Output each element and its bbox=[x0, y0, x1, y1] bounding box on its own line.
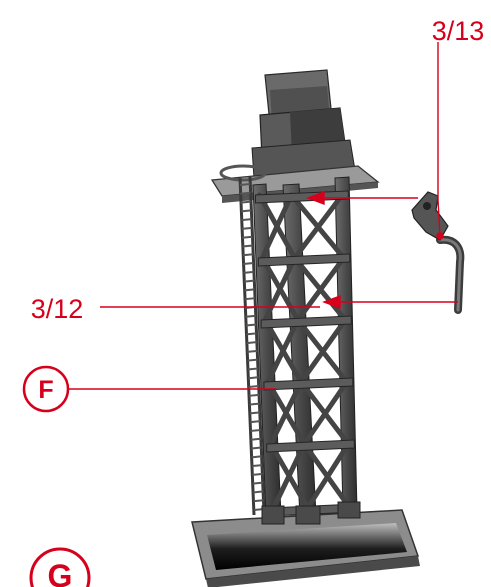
part-label-3-12: 3/12 bbox=[31, 294, 84, 324]
brace-diagonal bbox=[262, 255, 298, 323]
crane-spout-part bbox=[411, 191, 465, 314]
top-block bbox=[251, 69, 356, 179]
ladder-rung bbox=[244, 288, 255, 292]
crossbeam bbox=[257, 253, 351, 267]
ladder-rung bbox=[242, 253, 254, 257]
crossbeam bbox=[263, 377, 354, 391]
ladder-rung bbox=[244, 279, 255, 283]
ladder-rung bbox=[252, 472, 263, 476]
ladder-rung bbox=[246, 332, 257, 336]
tower-legs bbox=[252, 176, 358, 518]
ladder-rung bbox=[249, 411, 260, 415]
ladder-rung bbox=[252, 481, 263, 485]
crossbeam bbox=[260, 315, 352, 329]
ladder-rung bbox=[239, 183, 251, 186]
lattice-bracing bbox=[256, 192, 353, 511]
ladder-rung bbox=[249, 402, 260, 406]
ladder-rung bbox=[246, 341, 257, 345]
ladder-rung bbox=[247, 367, 259, 371]
base-plate bbox=[191, 509, 420, 587]
ladder-rung bbox=[251, 455, 262, 459]
ladder-rung bbox=[241, 209, 252, 213]
ladder-rung bbox=[253, 499, 264, 503]
brace-diagonal bbox=[292, 192, 345, 261]
ladder-rung bbox=[240, 200, 251, 204]
brace-diagonal bbox=[271, 441, 307, 511]
ladder-rung bbox=[247, 349, 258, 353]
brace-diagonal bbox=[268, 379, 304, 447]
ladder bbox=[238, 176, 266, 516]
ladder-rung bbox=[247, 358, 258, 362]
ladder-rung bbox=[241, 218, 252, 222]
arrow-head-top bbox=[306, 190, 325, 206]
callout-g: G bbox=[29, 547, 91, 587]
ladder-rung bbox=[248, 376, 259, 380]
ladder-rung bbox=[244, 297, 256, 301]
ladder-rung bbox=[242, 235, 253, 239]
tower-illustration bbox=[191, 69, 420, 587]
attach-point-marker bbox=[436, 232, 444, 240]
ladder-rung bbox=[243, 262, 254, 266]
brace-diagonal bbox=[305, 441, 351, 511]
ladder-rung bbox=[243, 270, 254, 274]
ladder-rung bbox=[253, 490, 264, 494]
crossbeam bbox=[254, 190, 349, 204]
ladder-rung bbox=[250, 437, 262, 441]
ladder-rung bbox=[250, 420, 261, 424]
brace-diagonal bbox=[301, 379, 350, 447]
ladder-rung bbox=[252, 464, 263, 468]
brace-diagonal bbox=[295, 255, 347, 323]
callout-leaders bbox=[69, 42, 458, 390]
brace-diagonal bbox=[265, 317, 301, 385]
ladder-rung bbox=[251, 446, 262, 450]
ladder-rung bbox=[248, 393, 260, 397]
leg-feet bbox=[261, 501, 361, 525]
callout-f: F bbox=[22, 365, 70, 413]
crossbeam bbox=[266, 439, 355, 453]
ladder-rung bbox=[245, 314, 256, 318]
ladder-rung bbox=[245, 323, 257, 327]
ladder-rung bbox=[240, 191, 251, 195]
brace-diagonal bbox=[298, 317, 348, 385]
part-label-3-13: 3/13 bbox=[432, 16, 485, 46]
brace-diagonal bbox=[259, 192, 295, 261]
ladder-rung bbox=[241, 226, 252, 230]
callout-g-label: G bbox=[48, 558, 73, 587]
callout-f-label: F bbox=[38, 376, 53, 404]
arrow-head-mid bbox=[322, 294, 341, 310]
ladder-rung bbox=[242, 244, 253, 248]
ladder-rung bbox=[250, 428, 261, 432]
ladder-rung bbox=[248, 385, 259, 389]
